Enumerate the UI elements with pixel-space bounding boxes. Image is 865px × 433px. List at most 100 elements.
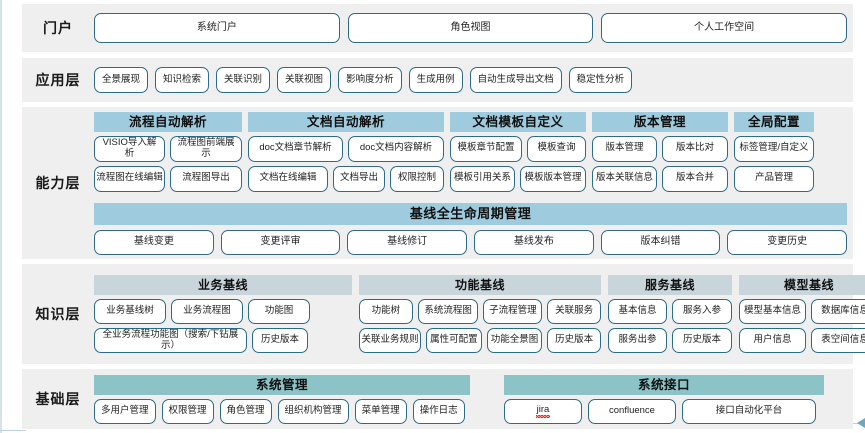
layer-portal-label: 门户 — [43, 19, 73, 36]
page-edge-artifact-left — [0, 0, 2, 433]
node-business-flowchart[interactable]: 业务流程图 — [171, 299, 243, 324]
group-header-model-baseline: 模型基线 — [739, 275, 865, 295]
layer-foundation: 基础层 系统管理 多用户管理 权限管理 角色管理 组织机构管理 菜单管理 操作日… — [22, 369, 853, 429]
foundation-group-system-management: 系统管理 多用户管理 权限管理 角色管理 组织机构管理 菜单管理 操作日志 — [94, 374, 470, 424]
node-change-history[interactable]: 变更历史 — [727, 229, 848, 255]
node-version-correction[interactable]: 版本纠错 — [600, 229, 721, 255]
node-tag-management-custom[interactable]: 标签管理/自定义 — [734, 135, 814, 162]
node-history-version[interactable]: 历史版本 — [547, 328, 601, 353]
capability-group-doc-template-custom: 文档模板自定义 模板章节配置 模板查询 模板引用关系 模板版本管理 — [450, 111, 586, 192]
node-role-view[interactable]: 角色视图 — [347, 13, 594, 43]
node-confluence[interactable]: confluence — [588, 398, 676, 424]
group-header-baseline-lifecycle: 基线全生命周期管理 — [94, 202, 847, 225]
foundation-row: 多用户管理 权限管理 角色管理 组织机构管理 菜单管理 操作日志 — [94, 398, 470, 424]
node-related-service[interactable]: 关联服务 — [547, 299, 602, 324]
node-knowledge-search[interactable]: 知识检索 — [155, 67, 210, 93]
node-relation-view[interactable]: 关联视图 — [277, 67, 332, 93]
layer-foundation-label: 基础层 — [35, 390, 81, 407]
group-header-business-baseline: 业务基线 — [94, 275, 352, 295]
node-doc-online-edit[interactable]: 文档在线编辑 — [248, 165, 328, 192]
node-doc-chapter-parse[interactable]: doc文档章节解析 — [248, 135, 343, 162]
node-doc-export[interactable]: 文档导出 — [333, 165, 385, 192]
node-template-version-management[interactable]: 模板版本管理 — [520, 165, 586, 192]
knowledge-group-function-baseline: 功能基线 功能树 系统流程图 子流程管理 关联服务 关联业务规则 属性可配置 功… — [359, 275, 602, 353]
node-personal-workspace[interactable]: 个人工作空间 — [601, 13, 848, 43]
node-stability-analysis[interactable]: 稳定性分析 — [568, 67, 633, 93]
node-flowchart-export[interactable]: 流程图导出 — [170, 165, 242, 192]
knowledge-group-business-baseline: 业务基线 业务基线树 业务流程图 功能图 全业务流程功能图（搜索/下钻展示） 历… — [94, 275, 352, 353]
node-role-management[interactable]: 角色管理 — [219, 398, 272, 424]
node-generate-use-case[interactable]: 生成用例 — [408, 67, 463, 93]
node-version-management[interactable]: 版本管理 — [592, 135, 657, 162]
group-header-system-interface: 系统接口 — [504, 374, 824, 395]
group-header-system-management: 系统管理 — [94, 374, 470, 395]
node-multi-user-management[interactable]: 多用户管理 — [94, 398, 156, 424]
node-version-relation-info[interactable]: 版本关联信息 — [592, 165, 657, 192]
node-template-reference-relation[interactable]: 模板引用关系 — [450, 165, 515, 192]
node-template-query[interactable]: 模板查询 — [527, 135, 586, 162]
node-impact-analysis[interactable]: 影响度分析 — [338, 67, 402, 93]
node-system-flowchart[interactable]: 系统流程图 — [417, 299, 479, 324]
node-interface-automation-platform[interactable]: 接口自动化平台 — [682, 398, 816, 424]
node-history-version[interactable]: 历史版本 — [252, 328, 308, 353]
knowledge-row: 服务出参 历史版本 — [608, 328, 732, 353]
node-function-panorama[interactable]: 功能全景图 — [486, 328, 543, 353]
capability-row: 模板章节配置 模板查询 — [450, 135, 586, 162]
node-related-business-rule[interactable]: 关联业务规则 — [359, 328, 421, 353]
node-flowchart-online-edit[interactable]: 流程图在线编辑 — [94, 165, 165, 192]
node-operation-log[interactable]: 操作日志 — [412, 398, 465, 424]
node-user-info[interactable]: 用户信息 — [739, 328, 806, 353]
node-service-input-param[interactable]: 服务入参 — [672, 299, 732, 324]
node-panorama-display[interactable]: 全景展现 — [94, 67, 149, 93]
node-attribute-configurable[interactable]: 属性可配置 — [426, 328, 482, 353]
knowledge-group-grid: 业务基线 业务基线树 业务流程图 功能图 全业务流程功能图（搜索/下钻展示） 历… — [94, 275, 865, 353]
node-baseline-revision[interactable]: 基线修订 — [347, 229, 468, 255]
node-system-portal[interactable]: 系统门户 — [94, 13, 340, 43]
node-permission-management[interactable]: 权限管理 — [161, 398, 214, 424]
node-tablespace-info[interactable]: 表空间信息 — [811, 328, 865, 353]
capability-row: 模板引用关系 模板版本管理 — [450, 165, 586, 192]
node-history-version[interactable]: 历史版本 — [672, 328, 732, 353]
node-subprocess-management[interactable]: 子流程管理 — [483, 299, 543, 324]
node-doc-content-parse[interactable]: doc文档内容解析 — [348, 135, 444, 162]
node-product-management[interactable]: 产品管理 — [734, 165, 814, 192]
node-change-review[interactable]: 变更评审 — [220, 229, 341, 255]
node-model-basic-info[interactable]: 模型基本信息 — [739, 299, 806, 324]
node-flowchart-frontend-display[interactable]: 流程图前端展示 — [170, 135, 242, 162]
node-baseline-release[interactable]: 基线发布 — [474, 229, 594, 255]
node-version-merge[interactable]: 版本合并 — [662, 165, 728, 192]
node-organization-management[interactable]: 组织机构管理 — [277, 398, 349, 424]
foundation-group-system-interface: 系统接口 jira confluence 接口自动化平台 — [504, 374, 824, 424]
node-full-business-process-function-chart[interactable]: 全业务流程功能图（搜索/下钻展示） — [94, 328, 247, 353]
node-permission-control[interactable]: 权限控制 — [390, 165, 444, 192]
node-jira[interactable]: jira — [504, 398, 582, 424]
node-function-tree[interactable]: 功能树 — [359, 299, 413, 324]
node-visio-import-parse[interactable]: VISIO导入解析 — [94, 135, 165, 162]
node-template-chapter-config[interactable]: 模板章节配置 — [450, 135, 522, 162]
node-business-baseline-tree[interactable]: 业务基线树 — [94, 299, 166, 324]
node-basic-info[interactable]: 基本信息 — [608, 299, 667, 324]
capability-group-version-management: 版本管理 版本管理 版本比对 版本关联信息 版本合并 — [592, 111, 728, 192]
group-header-version-management: 版本管理 — [592, 111, 728, 132]
node-baseline-change[interactable]: 基线变更 — [94, 229, 214, 255]
arrow-icon — [857, 418, 865, 428]
knowledge-row: 基本信息 服务入参 — [608, 299, 732, 324]
group-header-doc-template-custom: 文档模板自定义 — [450, 111, 586, 132]
application-node-row: 全景展现 知识检索 关联识别 关联视图 影响度分析 生成用例 自动生成导出文档 … — [94, 67, 847, 93]
knowledge-group-model-baseline: 模型基线 模型基本信息 数据库信息 用户信息 表空间信息 — [739, 275, 865, 353]
group-header-service-baseline: 服务基线 — [608, 275, 732, 295]
node-service-output-param[interactable]: 服务出参 — [608, 328, 667, 353]
group-header-process-auto-parse: 流程自动解析 — [94, 111, 242, 132]
layer-capability-body: 流程自动解析 VISIO导入解析 流程图前端展示 流程图在线编辑 流程图导出 文… — [94, 111, 853, 255]
capability-group-doc-auto-parse: 文档自动解析 doc文档章节解析 doc文档内容解析 文档在线编辑 文档导出 权… — [248, 111, 444, 192]
capability-row: 标签管理/自定义 — [734, 135, 814, 162]
foundation-group-grid: 系统管理 多用户管理 权限管理 角色管理 组织机构管理 菜单管理 操作日志 系统… — [94, 374, 847, 424]
foundation-row: jira confluence 接口自动化平台 — [504, 398, 824, 424]
node-version-compare[interactable]: 版本比对 — [662, 135, 728, 162]
node-menu-management[interactable]: 菜单管理 — [354, 398, 407, 424]
node-relation-recognition[interactable]: 关联识别 — [216, 67, 271, 93]
node-auto-generate-export-doc[interactable]: 自动生成导出文档 — [469, 67, 562, 93]
node-database-info[interactable]: 数据库信息 — [811, 299, 865, 324]
node-function-chart[interactable]: 功能图 — [248, 299, 310, 324]
